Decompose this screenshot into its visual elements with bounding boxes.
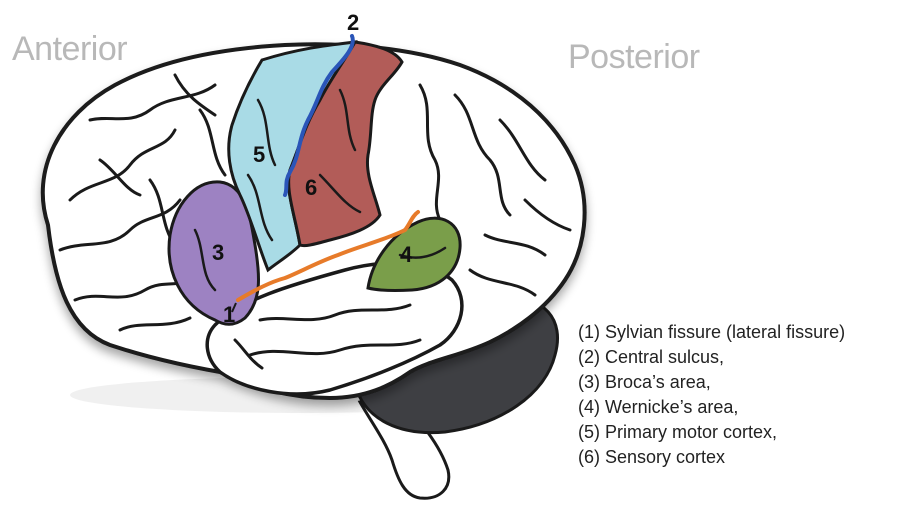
legend-item-broca-area: (3) Broca’s area, [578,370,845,395]
legend-item-primary-motor-cortex: (5) Primary motor cortex, [578,420,845,445]
legend-item-central-sulcus: (2) Central sulcus, [578,345,845,370]
label-number-1: 1 [223,302,235,327]
label-number-6: 6 [305,175,317,200]
legend-item-wernicke-area: (4) Wernicke’s area, [578,395,845,420]
legend-list: (1) Sylvian fissure (lateral fissure) (2… [578,320,845,470]
label-number-4: 4 [400,242,413,267]
label-number-5: 5 [253,142,265,167]
legend-item-sylvian-fissure: (1) Sylvian fissure (lateral fissure) [578,320,845,345]
label-number-2: 2 [347,10,359,35]
label-number-3: 3 [212,240,224,265]
legend-item-sensory-cortex: (6) Sensory cortex [578,445,845,470]
